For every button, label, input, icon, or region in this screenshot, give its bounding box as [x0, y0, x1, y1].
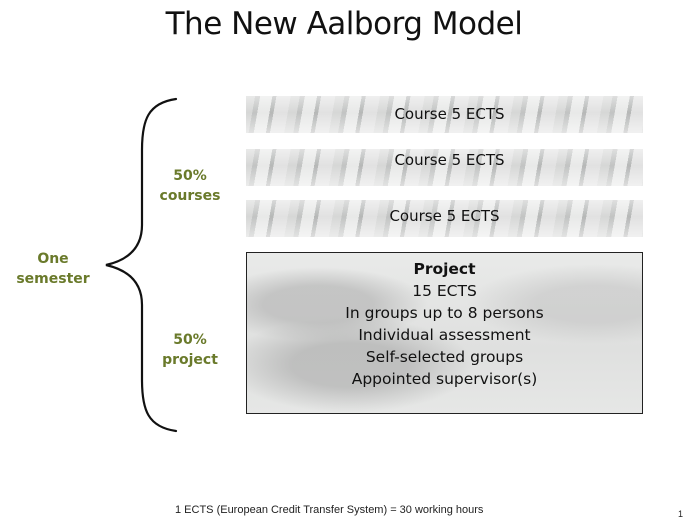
project-line-groups: In groups up to 8 persons: [345, 304, 544, 322]
courses-word: courses: [159, 188, 221, 204]
slide-title: The New Aalborg Model: [165, 6, 523, 42]
project-word: project: [162, 352, 218, 368]
project-line-supervisor: Appointed supervisor(s): [351, 370, 538, 388]
course-box-3: Course 5 ECTS: [246, 200, 643, 237]
one-semester-line-1: One: [37, 251, 69, 267]
course-box-2: Course 5 ECTS: [246, 149, 643, 186]
project-share-label: 50% project: [150, 330, 230, 370]
page-number: 1: [678, 509, 684, 519]
project-percent: 50%: [173, 332, 207, 348]
project-text: Project 15 ECTS In groups up to 8 person…: [247, 258, 642, 390]
project-line-assessment: Individual assessment: [358, 326, 531, 344]
one-semester-label: One semester: [12, 249, 94, 289]
course-label-2: Course 5 ECTS: [394, 151, 505, 169]
one-semester-line-2: semester: [16, 271, 90, 287]
project-title: Project: [413, 260, 476, 278]
courses-share-label: 50% courses: [150, 166, 230, 206]
course-label-3: Course 5 ECTS: [389, 207, 500, 225]
course-label-1: Course 5 ECTS: [394, 105, 505, 123]
brace-path: [105, 97, 178, 433]
project-box: Project 15 ECTS In groups up to 8 person…: [246, 252, 643, 414]
footnote: 1 ECTS (European Credit Transfer System)…: [175, 504, 484, 516]
project-line-self-selected: Self-selected groups: [365, 348, 524, 366]
project-line-ects: 15 ECTS: [412, 282, 477, 300]
course-box-1: Course 5 ECTS: [246, 96, 643, 133]
courses-percent: 50%: [173, 168, 207, 184]
